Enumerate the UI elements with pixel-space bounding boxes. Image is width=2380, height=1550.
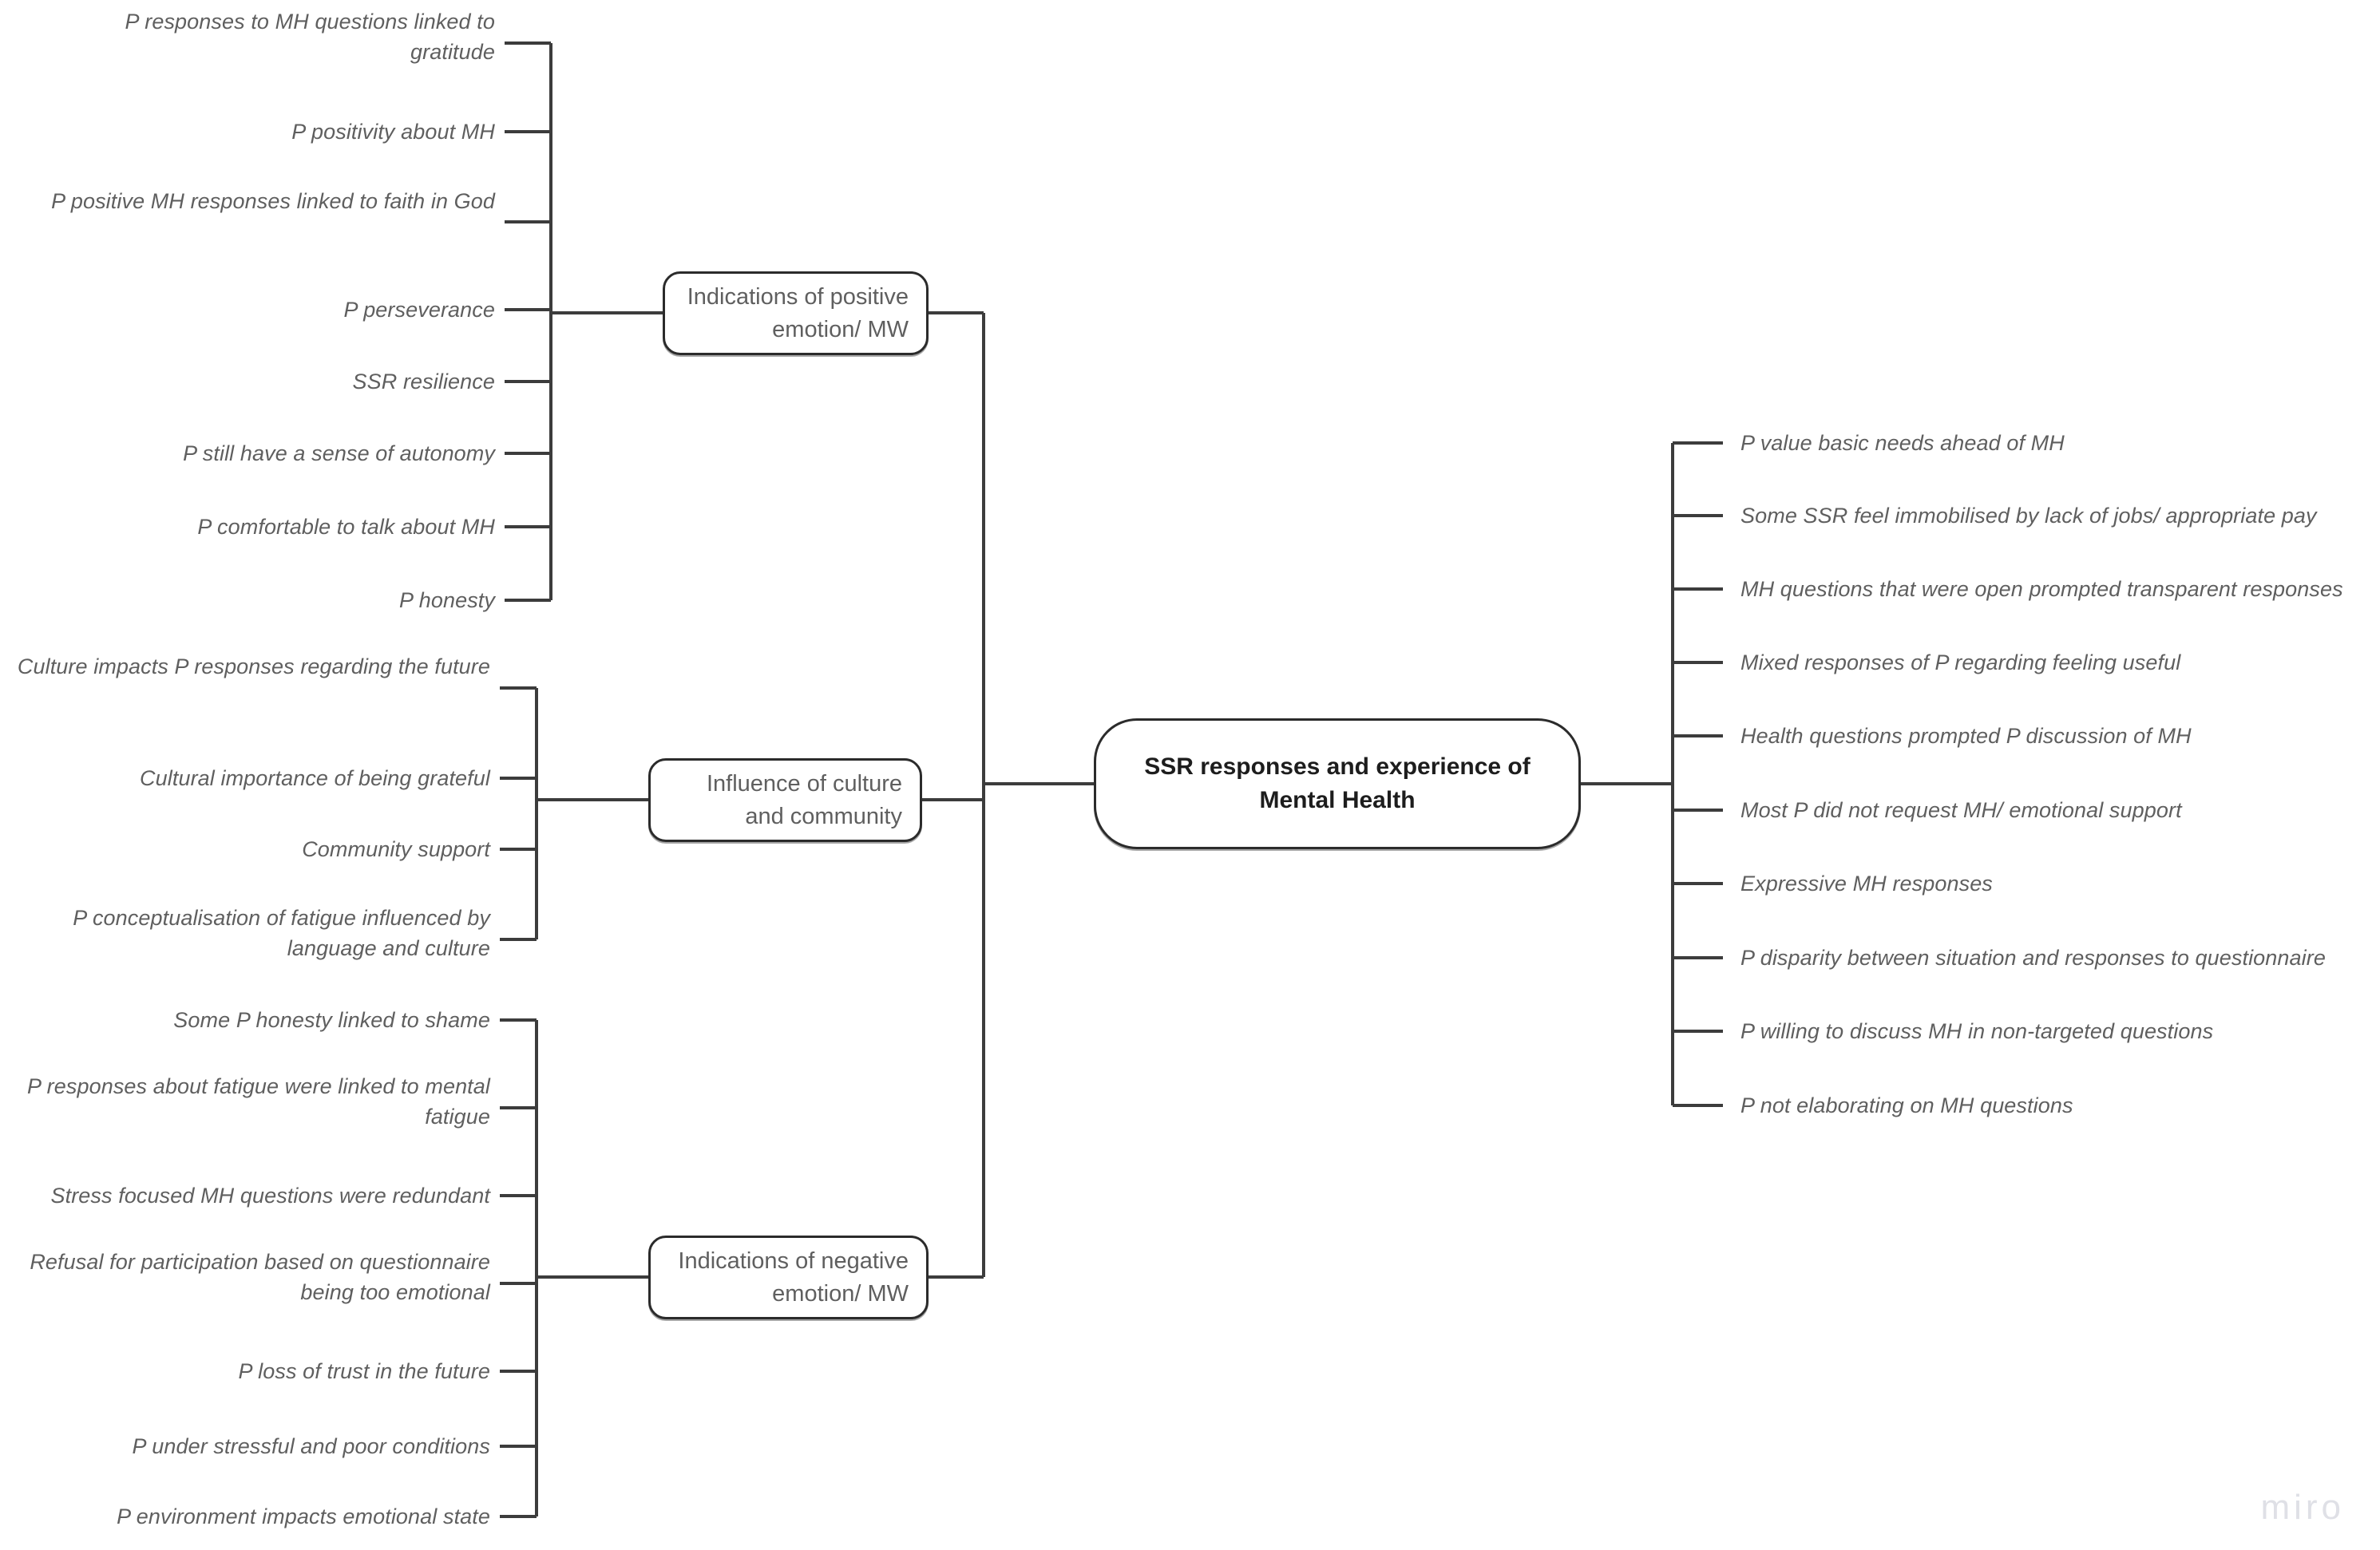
leaf-label: P honesty xyxy=(399,588,495,612)
leaf-label: Health questions prompted P discussion o… xyxy=(1740,724,2192,748)
leaf-label: P conceptualisation of fatigue influence… xyxy=(73,906,490,960)
leaf-label: P positivity about MH xyxy=(291,120,495,144)
leaf-label: P environment impacts emotional state xyxy=(117,1505,490,1528)
branch-node-culture-community[interactable]: Influence of culture and community xyxy=(648,758,922,842)
branch-node-positive-emotion[interactable]: Indications of positive emotion/ MW xyxy=(663,271,929,355)
leaf-label: P comfortable to talk about MH xyxy=(197,515,495,539)
connector-group-culture-community xyxy=(500,686,648,941)
leaf-label: Community support xyxy=(302,837,490,861)
leaf-label: MH questions that were open prompted tra… xyxy=(1740,577,2343,601)
connector-group-positive-emotion xyxy=(505,42,663,602)
leaf-label: Some SSR feel immobilised by lack of job… xyxy=(1740,504,2317,528)
central-node[interactable]: SSR responses and experience of Mental H… xyxy=(1094,718,1581,849)
leaf-label: P not elaborating on MH questions xyxy=(1740,1093,2073,1117)
branch-node-negative-emotion[interactable]: Indications of negative emotion/ MW xyxy=(648,1236,929,1319)
leaf-label: Culture impacts P responses regarding th… xyxy=(17,654,490,678)
leaf-label: P under stressful and poor conditions xyxy=(132,1434,490,1458)
leaf-label: P still have a sense of autonomy xyxy=(183,441,495,465)
leaf-label: P perseverance xyxy=(343,298,495,322)
miro-watermark: miro xyxy=(2260,1488,2345,1527)
leaf-label: P positive MH responses linked to faith … xyxy=(51,189,495,213)
leaf-label: Cultural importance of being grateful xyxy=(140,766,490,790)
leaf-label: Stress focused MH questions were redunda… xyxy=(50,1184,490,1208)
leaf-label: P loss of trust in the future xyxy=(238,1359,490,1383)
leaf-label: P responses to MH questions linked to gr… xyxy=(125,10,495,64)
leaf-label: Expressive MH responses xyxy=(1740,872,1993,896)
leaf-label: Some P honesty linked to shame xyxy=(173,1008,490,1032)
connector-group-right-leaves xyxy=(1581,441,1723,1107)
leaf-label: P disparity between situation and respon… xyxy=(1740,946,2326,970)
leaf-label: Refusal for participation based on quest… xyxy=(30,1250,490,1304)
leaf-label: Mixed responses of P regarding feeling u… xyxy=(1740,650,2181,674)
leaf-label: Most P did not request MH/ emotional sup… xyxy=(1740,798,2182,822)
connector-group-negative-emotion xyxy=(500,1018,648,1518)
leaf-label: SSR resilience xyxy=(352,370,495,393)
branch-node-label: Influence of culture and community xyxy=(706,770,902,829)
leaf-label: P responses about fatigue were linked to… xyxy=(26,1074,490,1129)
leaf-label: P willing to discuss MH in non-targeted … xyxy=(1740,1019,2214,1043)
connector-group-left-spine xyxy=(922,311,1094,1279)
branch-node-label: Indications of positive emotion/ MW xyxy=(687,283,909,342)
central-node-label: SSR responses and experience of Mental H… xyxy=(1144,753,1531,813)
branch-node-label: Indications of negative emotion/ MW xyxy=(678,1248,909,1307)
leaf-label: P value basic needs ahead of MH xyxy=(1740,431,2065,455)
